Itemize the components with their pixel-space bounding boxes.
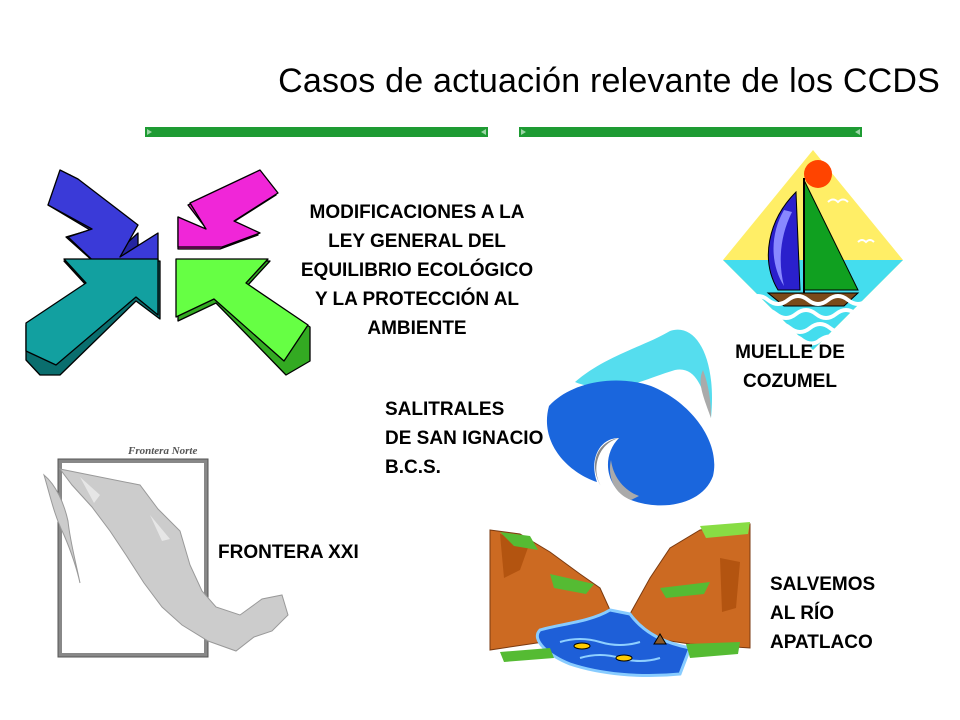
frontera-case-label: FRONTERA XXI [218, 542, 359, 563]
ley-case-label: MODIFICACIONES A LA LEY GENERAL DEL EQUI… [258, 198, 576, 343]
muelle-case-label: MUELLE DE COZUMEL [716, 338, 864, 396]
apatlaco-case-line: AL RÍO [770, 603, 835, 624]
ley-case-line: LEY GENERAL DEL [328, 231, 506, 252]
apatlaco-case-line: APATLACO [770, 632, 873, 653]
ley-case-line: EQUILIBRIO ECOLÓGICO [300, 260, 534, 281]
apatlaco-case-line: SALVEMOS [770, 574, 876, 595]
ley-case-line: Y LA PROTECCIÓN AL [314, 289, 520, 310]
sailboat-icon [723, 150, 903, 350]
ley-case-line: MODIFICACIONES A LA [309, 202, 525, 223]
river-canyon-icon [489, 518, 751, 680]
apatlaco-case-label: SALVEMOS AL RÍO APATLACO [770, 570, 930, 657]
converging-arrows-icon [25, 169, 311, 376]
salitrales-case-line: DE SAN IGNACIO [385, 428, 544, 449]
slide-title: Casos de actuación relevante de los CCDS [278, 62, 940, 100]
mexico-map-icon [43, 458, 289, 658]
muelle-case-line: COZUMEL [743, 371, 837, 392]
salitrales-case-line: B.C.S. [385, 457, 441, 478]
muelle-case-line: MUELLE DE [735, 342, 845, 363]
map-caption-line: Frontera Norte [128, 445, 198, 457]
wave-icon [546, 329, 715, 506]
ley-case-line: AMBIENTE [367, 318, 467, 339]
salitrales-case-label: SALITRALES DE SAN IGNACIO B.C.S. [385, 395, 605, 482]
salitrales-case-line: SALITRALES [385, 399, 505, 420]
